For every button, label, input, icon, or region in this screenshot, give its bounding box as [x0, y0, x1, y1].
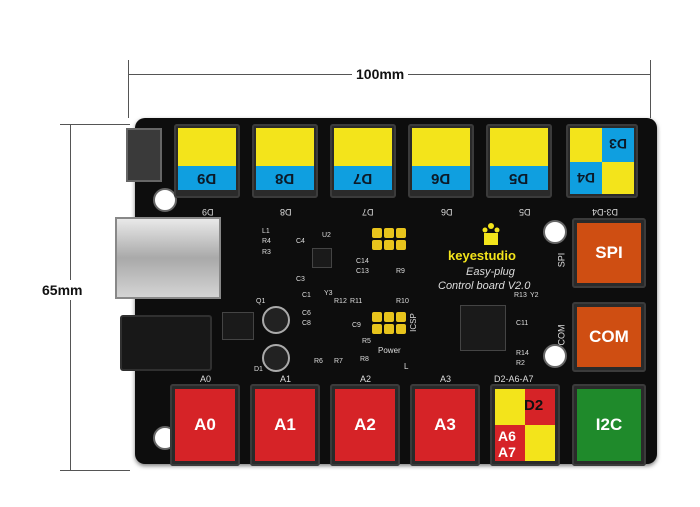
- silk-c6: C6: [302, 310, 311, 317]
- silk-c3: C3: [296, 276, 305, 283]
- port-d8-label: D8: [275, 170, 295, 187]
- port-a1[interactable]: A1: [250, 384, 320, 466]
- mount-hole-mid-right: [543, 344, 567, 368]
- port-spi[interactable]: SPI: [572, 218, 646, 288]
- microcontroller-chip: [460, 305, 506, 351]
- port-d3-label: D3: [609, 136, 627, 152]
- port-d3-d4[interactable]: D3 D4: [566, 124, 638, 198]
- silk-d2-a6-a7: D2-A6-A7: [494, 374, 534, 384]
- port-a6-label: A6: [498, 428, 516, 444]
- port-d2-label: D2: [524, 397, 544, 414]
- silk-d8: D8: [280, 207, 292, 217]
- regulator-chip: [222, 312, 254, 340]
- port-i2c-label: I2C: [577, 389, 641, 461]
- silk-c9: C9: [352, 322, 361, 329]
- silk-r13: R13: [514, 292, 527, 299]
- port-a2[interactable]: A2: [330, 384, 400, 466]
- board-title-line1: Easy-plug: [466, 266, 515, 278]
- height-dimension-label: 65mm: [42, 280, 83, 300]
- silk-r14: R14: [516, 350, 529, 357]
- silk-c14: C14: [356, 258, 369, 265]
- silk-r10: R10: [396, 298, 409, 305]
- port-a2-label: A2: [335, 389, 395, 461]
- port-com[interactable]: COM: [572, 302, 646, 372]
- usb-serial-chip: [312, 248, 332, 268]
- silk-a2: A2: [360, 374, 372, 384]
- port-d6[interactable]: D6: [408, 124, 474, 198]
- silk-d9: D9: [202, 207, 214, 217]
- silk-c1: C1: [302, 292, 311, 299]
- mount-hole-top-right: [543, 220, 567, 244]
- port-d5[interactable]: D5: [486, 124, 552, 198]
- brand-logo-text: keyestudio: [448, 248, 516, 263]
- silk-r3: R3: [262, 249, 271, 256]
- port-d6-label: D6: [431, 170, 451, 187]
- port-a3[interactable]: A3: [410, 384, 480, 466]
- silk-r11: R11: [350, 298, 363, 305]
- mount-hole-top-left: [153, 188, 177, 212]
- silk-y2: Y2: [530, 292, 539, 299]
- port-a3-label: A3: [415, 389, 475, 461]
- silk-r7: R7: [334, 358, 343, 365]
- silk-a1: A1: [280, 374, 292, 384]
- silk-a0: A0: [200, 374, 212, 384]
- silk-r2: R2: [516, 360, 525, 367]
- silk-d1: D1: [254, 366, 263, 373]
- silk-u2: U2: [322, 232, 331, 239]
- port-a7-label: A7: [498, 444, 516, 460]
- height-dimension-top-tick: [60, 124, 130, 125]
- reset-button[interactable]: [126, 128, 162, 182]
- silk-d5: D5: [519, 207, 531, 217]
- silk-com: COM: [556, 324, 567, 346]
- silk-power: Power: [378, 346, 401, 355]
- silk-l1: L1: [262, 228, 270, 235]
- silk-c4: C4: [296, 238, 305, 245]
- silk-c11: C11: [516, 320, 529, 327]
- port-a0[interactable]: A0: [170, 384, 240, 466]
- port-d8[interactable]: D8: [252, 124, 318, 198]
- silk-led: L: [404, 362, 409, 371]
- height-dimension-bottom-tick: [60, 470, 130, 471]
- port-a0-label: A0: [175, 389, 235, 461]
- port-d9-label: D9: [197, 170, 217, 187]
- silk-c13: C13: [356, 268, 369, 275]
- silk-d7: D7: [362, 207, 374, 217]
- port-d4-label: D4: [577, 170, 595, 186]
- silk-r9: R9: [396, 268, 405, 275]
- board-title-line2: Control board V2.0: [438, 280, 531, 292]
- width-dimension-right-tick: [650, 60, 651, 118]
- capacitor-1: [262, 306, 290, 334]
- port-a1-label: A1: [255, 389, 315, 461]
- port-i2c[interactable]: I2C: [572, 384, 646, 466]
- silk-d6: D6: [441, 207, 453, 217]
- port-d5-label: D5: [509, 170, 529, 187]
- silk-icsp: ICSP: [408, 313, 418, 332]
- port-spi-label: SPI: [577, 223, 641, 283]
- usb-b-connector: [115, 217, 221, 299]
- port-d9[interactable]: D9: [174, 124, 240, 198]
- port-d2-a6-a7[interactable]: D2 A6 A7: [490, 384, 560, 466]
- width-dimension-left-tick: [128, 60, 129, 118]
- silk-r12: R12: [334, 298, 347, 305]
- silk-q1: Q1: [256, 298, 266, 305]
- port-d7-label: D7: [353, 170, 373, 187]
- port-com-label: COM: [577, 307, 641, 367]
- silk-r8: R8: [360, 356, 369, 363]
- silk-c8: C8: [302, 320, 311, 327]
- silk-d3-d4: D3-D4: [592, 207, 619, 217]
- port-d7[interactable]: D7: [330, 124, 396, 198]
- keyestudio-logo-icon: [481, 220, 501, 246]
- silk-a3: A3: [440, 374, 452, 384]
- dc-power-jack: [120, 315, 212, 371]
- capacitor-2: [262, 344, 290, 372]
- silk-r5: R5: [362, 338, 371, 345]
- silk-r6: R6: [314, 358, 323, 365]
- silk-spi: SPI: [556, 252, 567, 268]
- width-dimension-label: 100mm: [352, 66, 409, 82]
- silk-r4: R4: [262, 238, 271, 245]
- silk-y3: Y3: [324, 290, 333, 297]
